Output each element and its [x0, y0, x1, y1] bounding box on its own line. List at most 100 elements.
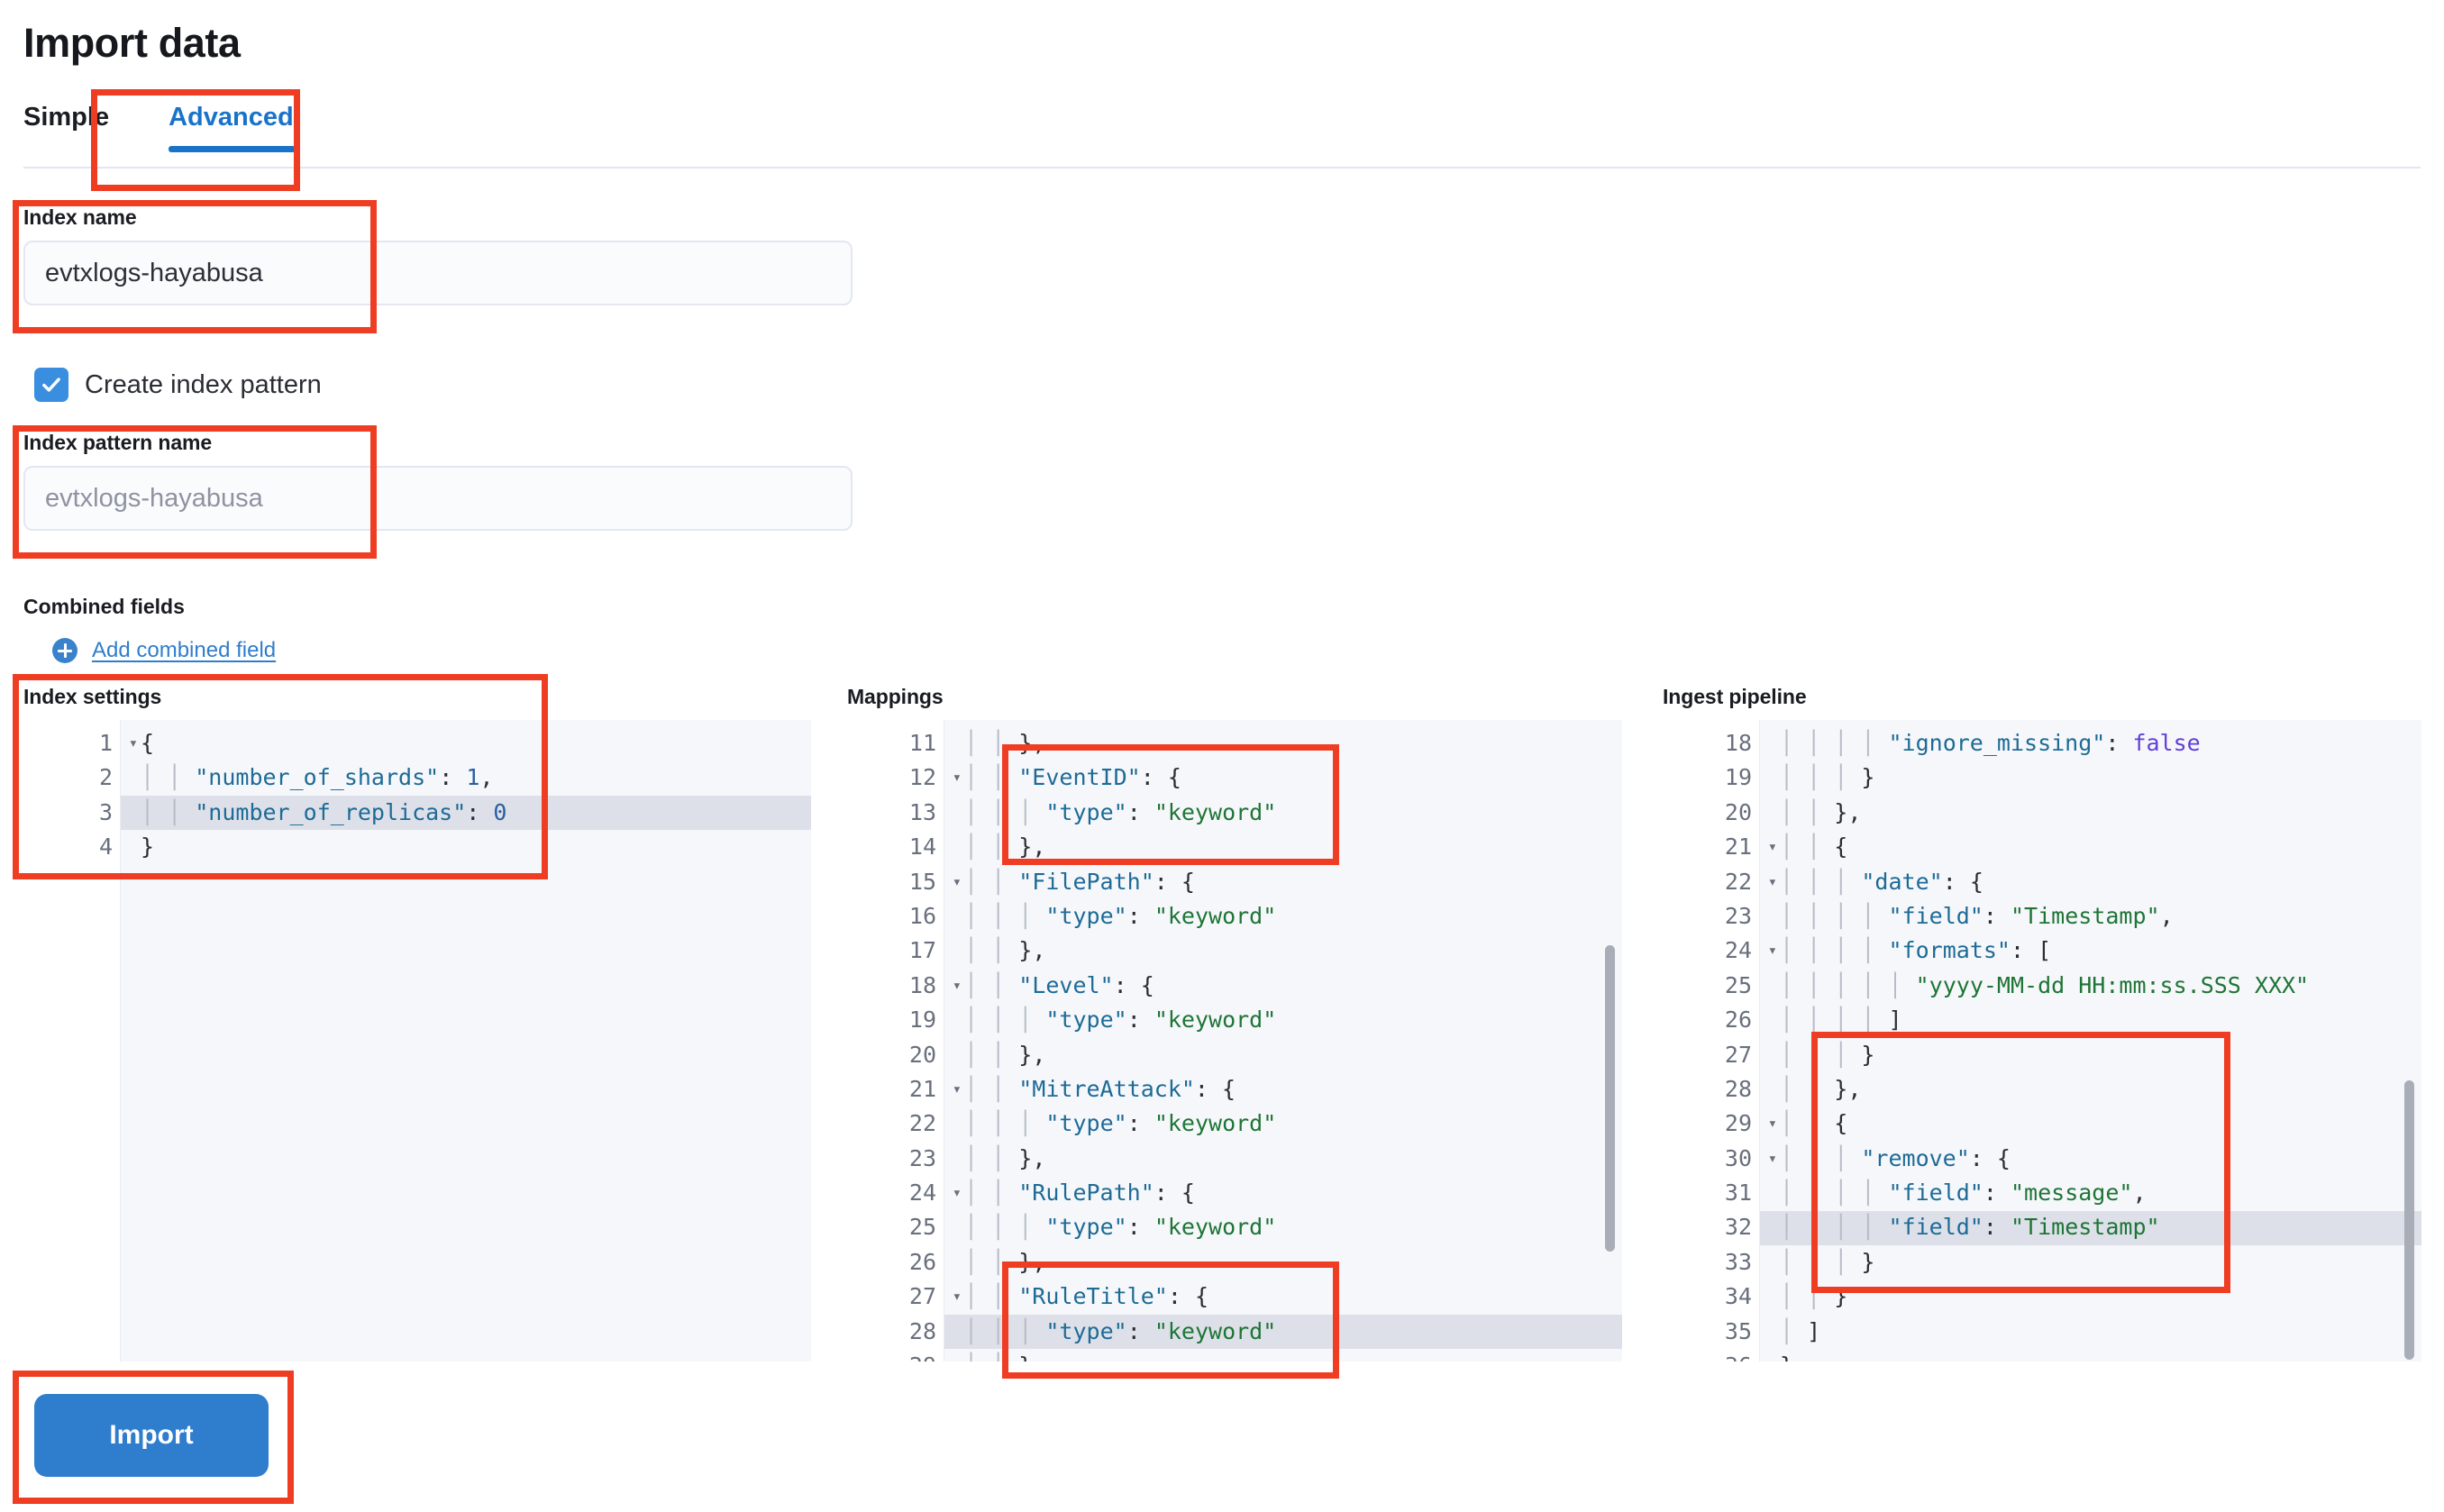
- tab-advanced[interactable]: Advanced: [136, 97, 321, 152]
- index-settings-heading: Index settings: [23, 685, 162, 708]
- line-number: 23: [908, 1144, 936, 1171]
- fold-arrow-icon[interactable]: ▾: [1767, 838, 1777, 857]
- code-line: │ │ │ "type": "keyword": [964, 1214, 1277, 1241]
- line-number: 2: [98, 764, 113, 791]
- index-name-field-group: Index name evtxlogs-hayabusa: [23, 205, 853, 305]
- code-line: │ │ │ }: [1780, 764, 1875, 791]
- code-line: │ │ │ }: [1780, 1248, 1875, 1275]
- line-number: 36: [1663, 1349, 1759, 1362]
- line-number: 28: [908, 1317, 936, 1344]
- line-number: 3: [98, 798, 113, 825]
- line-number: 16: [908, 902, 936, 929]
- line-number: 13: [908, 798, 936, 825]
- index-pattern-name-input[interactable]: evtxlogs-hayabusa: [23, 466, 853, 531]
- checkmark-icon[interactable]: [34, 368, 68, 402]
- index-pattern-name-label: Index pattern name: [23, 431, 213, 454]
- line-number: 31: [1724, 1180, 1752, 1207]
- code-line: │ │ │ "type": "keyword": [964, 1317, 1277, 1344]
- code-line: │ │ │ │ "field": "Timestamp",: [1780, 902, 2174, 929]
- line-number: 26: [908, 1248, 936, 1275]
- line-number: 19: [908, 1006, 936, 1034]
- line-number: 27▾: [847, 1280, 962, 1314]
- code-line: │ │ │ │ "field": "Timestamp": [1780, 1214, 2160, 1241]
- code-line: │ │ │ │ "field": "message",: [1780, 1180, 2147, 1207]
- code-line: │ │ "number_of_shards": 1,: [141, 764, 494, 791]
- code-line: }: [1780, 1349, 2421, 1362]
- code-line: }: [141, 833, 155, 861]
- line-number: 18▾: [847, 969, 962, 1003]
- mappings-heading: Mappings: [847, 685, 944, 708]
- index-pattern-name-field-group: Index pattern name evtxlogs-hayabusa: [23, 431, 853, 531]
- add-combined-field-link[interactable]: Add combined field: [52, 638, 276, 663]
- index-name-input[interactable]: evtxlogs-hayabusa: [23, 241, 853, 305]
- fold-arrow-icon[interactable]: ▾: [952, 872, 962, 891]
- code-line: │ ]: [1780, 1317, 1821, 1344]
- code-line: │ │ },: [964, 1349, 1622, 1362]
- line-number: 24▾: [847, 1176, 962, 1210]
- line-number: 20: [908, 1041, 936, 1068]
- line-number: 23: [1724, 902, 1752, 929]
- line-number: 32: [1724, 1214, 1752, 1241]
- code-line: │ │ "FilePath": {: [964, 868, 1195, 895]
- line-number: 14: [908, 833, 936, 861]
- fold-arrow-icon[interactable]: ▾: [952, 1288, 962, 1307]
- create-index-pattern-label: Create index pattern: [85, 369, 322, 399]
- add-combined-field-label: Add combined field: [92, 638, 277, 662]
- code-line: │ │ │ }: [1780, 1041, 1875, 1068]
- line-number: 4: [98, 833, 113, 861]
- tab-bar: Simple Advanced: [23, 97, 321, 152]
- code-line: │ │ },: [1780, 1075, 1862, 1102]
- fold-arrow-icon[interactable]: ▾: [952, 769, 962, 788]
- code-line: │ │ {: [1780, 833, 1848, 861]
- code-content[interactable]: │ │ │ │ "ignore_missing": false│ │ │ }│ …: [1760, 720, 2421, 1362]
- mappings-scrollbar[interactable]: [1605, 945, 1615, 1252]
- code-line: │ │ "EventID": {: [964, 764, 1181, 791]
- line-number: 35: [1724, 1317, 1752, 1344]
- code-line: │ │ │ "date": {: [1780, 868, 1983, 895]
- line-number: 11: [908, 730, 936, 756]
- fold-arrow-icon[interactable]: ▾: [1767, 1115, 1777, 1134]
- code-line: │ │ },: [964, 1144, 1046, 1171]
- code-line: │ │ "RuleTitle": {: [964, 1283, 1209, 1310]
- line-number: 21▾: [1663, 830, 1777, 864]
- code-line: │ │ }: [1780, 1283, 1848, 1310]
- import-button[interactable]: Import: [34, 1394, 269, 1477]
- code-line: │ │ },: [964, 1248, 1046, 1275]
- fold-arrow-icon[interactable]: ▾: [1767, 942, 1777, 961]
- line-number: 17: [908, 937, 936, 964]
- fold-arrow-icon[interactable]: ▾: [952, 976, 962, 995]
- fold-arrow-icon[interactable]: ▾: [1767, 872, 1777, 891]
- fold-arrow-icon[interactable]: ▾: [952, 1184, 962, 1203]
- fold-arrow-icon[interactable]: ▾: [1767, 1149, 1777, 1168]
- fold-arrow-icon[interactable]: ▾: [952, 1079, 962, 1098]
- line-number: 19: [1724, 764, 1752, 791]
- line-number: 34: [1724, 1283, 1752, 1310]
- code-line: │ │ },: [1780, 798, 1862, 825]
- tab-divider: [23, 167, 2421, 169]
- line-number: 24▾: [1663, 934, 1777, 968]
- tab-simple[interactable]: Simple: [23, 103, 110, 132]
- code-content[interactable]: {│ │ "number_of_shards": 1,│ │ "number_o…: [121, 720, 811, 1362]
- code-line: │ │ },: [964, 730, 1046, 756]
- line-number: 18: [1724, 730, 1752, 756]
- code-line: │ │ },: [964, 1041, 1046, 1068]
- create-index-pattern-row[interactable]: Create index pattern: [34, 368, 322, 402]
- ingest-pipeline-scrollbar[interactable]: [2404, 1080, 2414, 1360]
- fold-arrow-icon[interactable]: ▾: [128, 734, 138, 752]
- code-line: │ │ │ │ ]: [1780, 1006, 1902, 1034]
- line-number: 29: [847, 1349, 944, 1362]
- code-line: │ │ │ │ "formats": [: [1780, 937, 2052, 964]
- code-line: │ │ "RulePath": {: [964, 1180, 1195, 1207]
- code-content[interactable]: │ │ }, │ │ "EventID": { │ │ │ "type": "key…: [944, 720, 1622, 1362]
- line-number: 20: [1724, 798, 1752, 825]
- code-line: {: [141, 730, 155, 756]
